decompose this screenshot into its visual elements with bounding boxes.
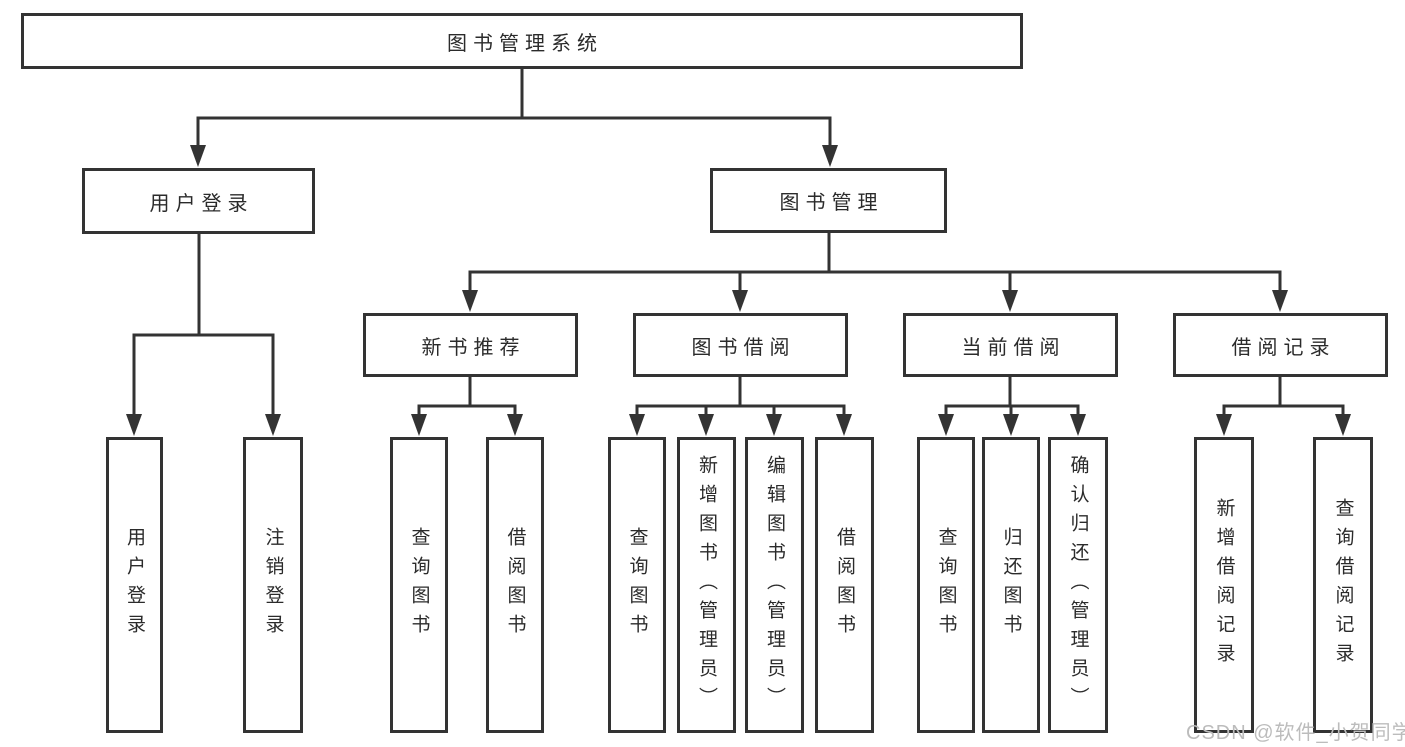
leaf-user-login: 用户登录 [106,437,163,733]
leaf-query-borrow-record: 查询借阅记录 [1313,437,1373,733]
node-borrowing-records: 借阅记录 [1173,313,1388,377]
leaf-edit-books-admin: 编辑图书（管理员） [745,437,804,733]
leaf-query-books-current: 查询图书 [917,437,975,733]
node-book-borrowing: 图书借阅 [633,313,848,377]
leaf-borrow-books-recommend: 借阅图书 [486,437,544,733]
node-new-book-recommendation: 新书推荐 [363,313,578,377]
connector-root [190,67,838,167]
connector-current-borrowing [938,375,1086,436]
node-user-login: 用户登录 [82,168,315,234]
connector-borrowing-records [1216,375,1351,436]
node-library-management-system: 图书管理系统 [21,13,1023,69]
csdn-watermark: CSDN @软件_小贺同学 [1186,722,1405,744]
leaf-query-books-recommend: 查询图书 [390,437,448,733]
node-current-borrowing: 当前借阅 [903,313,1118,377]
leaf-return-books: 归还图书 [982,437,1040,733]
connector-user-login [126,232,281,436]
leaf-logout: 注销登录 [243,437,303,733]
leaf-add-borrow-record: 新增借阅记录 [1194,437,1254,733]
connector-new-book-recommendation [411,375,523,436]
leaf-borrow-books: 借阅图书 [815,437,874,733]
node-book-management: 图书管理 [710,168,947,233]
leaf-confirm-return-admin: 确认归还（管理员） [1048,437,1108,733]
connector-book-management [462,231,1288,312]
leaf-add-books-admin: 新增图书（管理员） [677,437,736,733]
connector-book-borrowing [629,375,852,436]
leaf-query-books-borrowing: 查询图书 [608,437,666,733]
